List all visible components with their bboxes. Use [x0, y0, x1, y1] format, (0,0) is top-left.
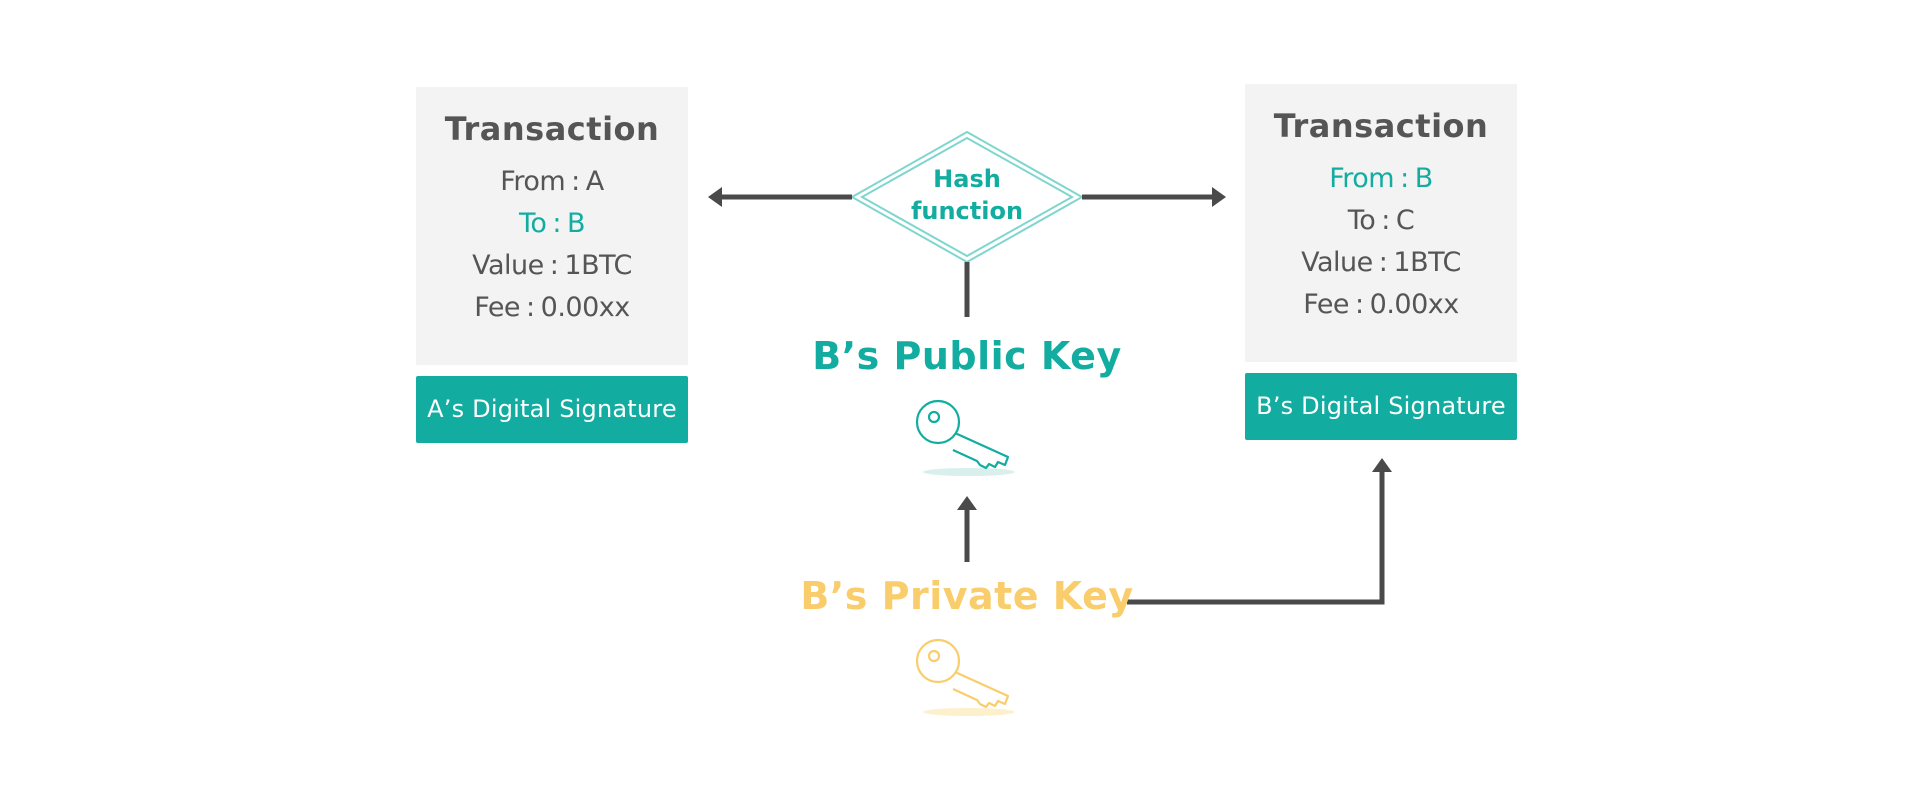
right-transaction-card: Transaction From:B To:C Value:1BTC Fee:0…	[1245, 84, 1517, 362]
right-transaction-title: Transaction	[1273, 107, 1489, 145]
right-to-value: C	[1395, 205, 1415, 236]
left-transaction-title: Transaction	[444, 110, 660, 148]
right-fee-value: 0.00xx	[1369, 289, 1460, 320]
right-value-label: Value	[1301, 247, 1373, 278]
arrow-private-to-signature	[1127, 470, 1385, 605]
left-fee-value: 0.00xx	[540, 292, 631, 323]
arrowhead-right	[1212, 187, 1226, 207]
arrowhead-up-public	[957, 496, 977, 510]
left-to-separator: :	[552, 208, 561, 239]
right-fee-separator: :	[1355, 289, 1364, 320]
hash-label-line1: Hash	[933, 165, 1001, 193]
right-value-amount: 1BTC	[1393, 247, 1461, 278]
public-key-icon	[915, 399, 1015, 476]
private-key-title: B’s Private Key	[800, 574, 1134, 618]
right-from-row: From:B	[1245, 158, 1517, 200]
right-to-label: To	[1347, 205, 1376, 236]
left-to-row: To:B	[416, 203, 688, 245]
left-from-value: A	[585, 166, 604, 197]
left-value-row: Value:1BTC	[416, 245, 688, 287]
left-fee-label: Fee	[474, 292, 521, 323]
arrowhead-left	[708, 187, 722, 207]
b-digital-signature: B’s Digital Signature	[1245, 373, 1517, 440]
hash-label-line2: function	[910, 197, 1024, 225]
right-value-row: Value:1BTC	[1245, 242, 1517, 284]
left-fee-separator: :	[526, 292, 535, 323]
arrowhead-up-signature	[1372, 458, 1392, 472]
private-key-icon	[915, 638, 1015, 716]
hash-diamond-inner	[859, 136, 1075, 258]
left-from-separator: :	[571, 166, 580, 197]
right-fee-row: Fee:0.00xx	[1245, 284, 1517, 326]
left-transaction-card: Transaction From:A To:B Value:1BTC Fee:0…	[416, 87, 688, 365]
right-fee-label: Fee	[1303, 289, 1350, 320]
hash-function-label: Hash function	[892, 163, 1042, 227]
a-digital-signature: A’s Digital Signature	[416, 376, 688, 443]
right-from-value: B	[1414, 163, 1434, 194]
left-from-row: From:A	[416, 161, 688, 203]
left-to-value: B	[567, 208, 586, 239]
right-to-separator: :	[1381, 205, 1390, 236]
public-key-title: B’s Public Key	[812, 334, 1122, 378]
left-value-separator: :	[549, 250, 559, 281]
right-to-row: To:C	[1245, 200, 1517, 242]
right-value-separator: :	[1378, 247, 1388, 278]
left-value-label: Value	[472, 250, 544, 281]
left-value-amount: 1BTC	[564, 250, 632, 281]
right-from-label: From	[1329, 163, 1395, 194]
left-from-label: From	[500, 166, 566, 197]
left-to-label: To	[518, 208, 547, 239]
left-fee-row: Fee:0.00xx	[416, 287, 688, 329]
right-from-separator: :	[1400, 163, 1409, 194]
